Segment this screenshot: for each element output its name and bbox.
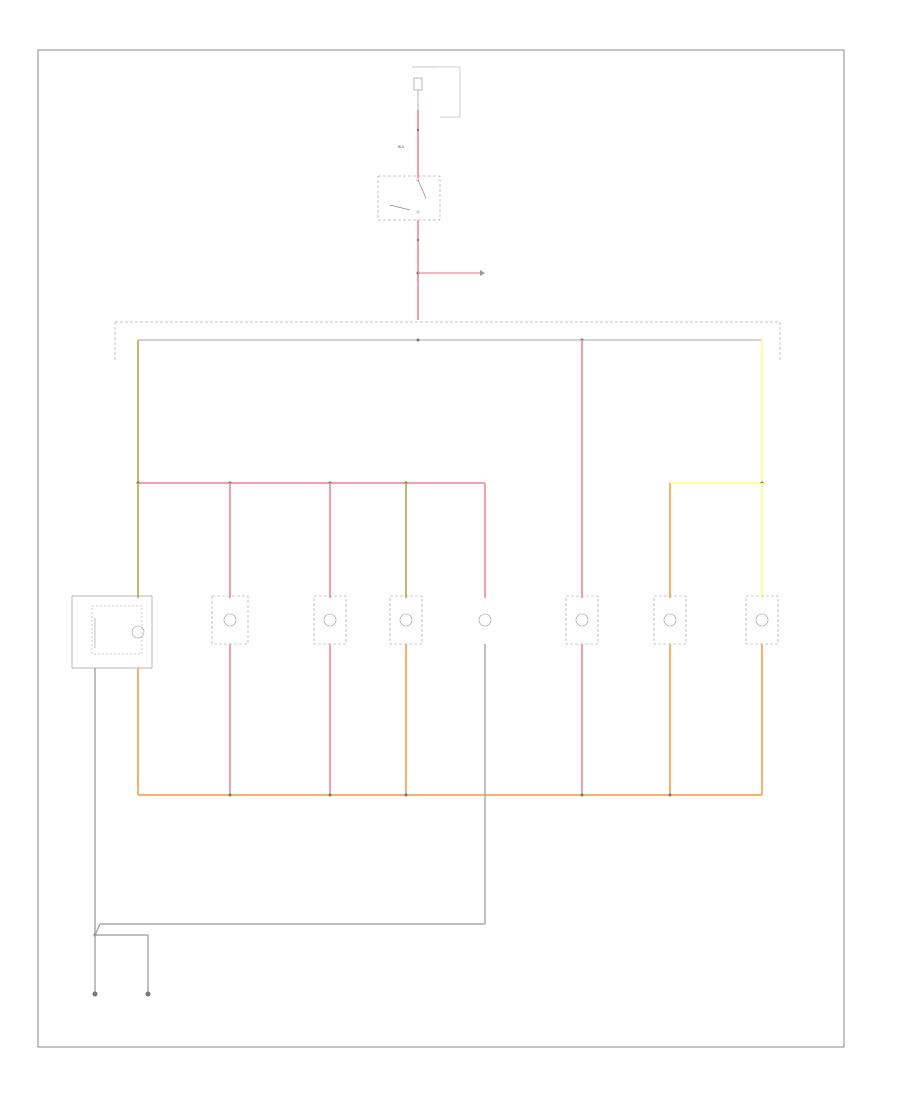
a-c-control-lamp xyxy=(313,595,347,645)
hazard-switch-lamp xyxy=(565,595,599,645)
ground-point-2 xyxy=(145,991,151,997)
rear-defogger-switch-lamp xyxy=(653,595,687,645)
heater-control-lamp xyxy=(478,613,492,627)
fuse-block xyxy=(114,321,781,360)
diagram-frame xyxy=(37,49,845,1048)
top-fuse xyxy=(412,66,461,118)
ground-point-1 xyxy=(92,991,98,997)
power-mirror-switch-lamp xyxy=(745,595,779,645)
combination-switch-lamp xyxy=(211,595,249,645)
cigar-lighter-lamp xyxy=(389,595,423,645)
combination-switch-lighting xyxy=(377,175,441,221)
svg-text:BLK: BLK xyxy=(398,145,405,149)
illumination-control-switch xyxy=(71,595,153,669)
